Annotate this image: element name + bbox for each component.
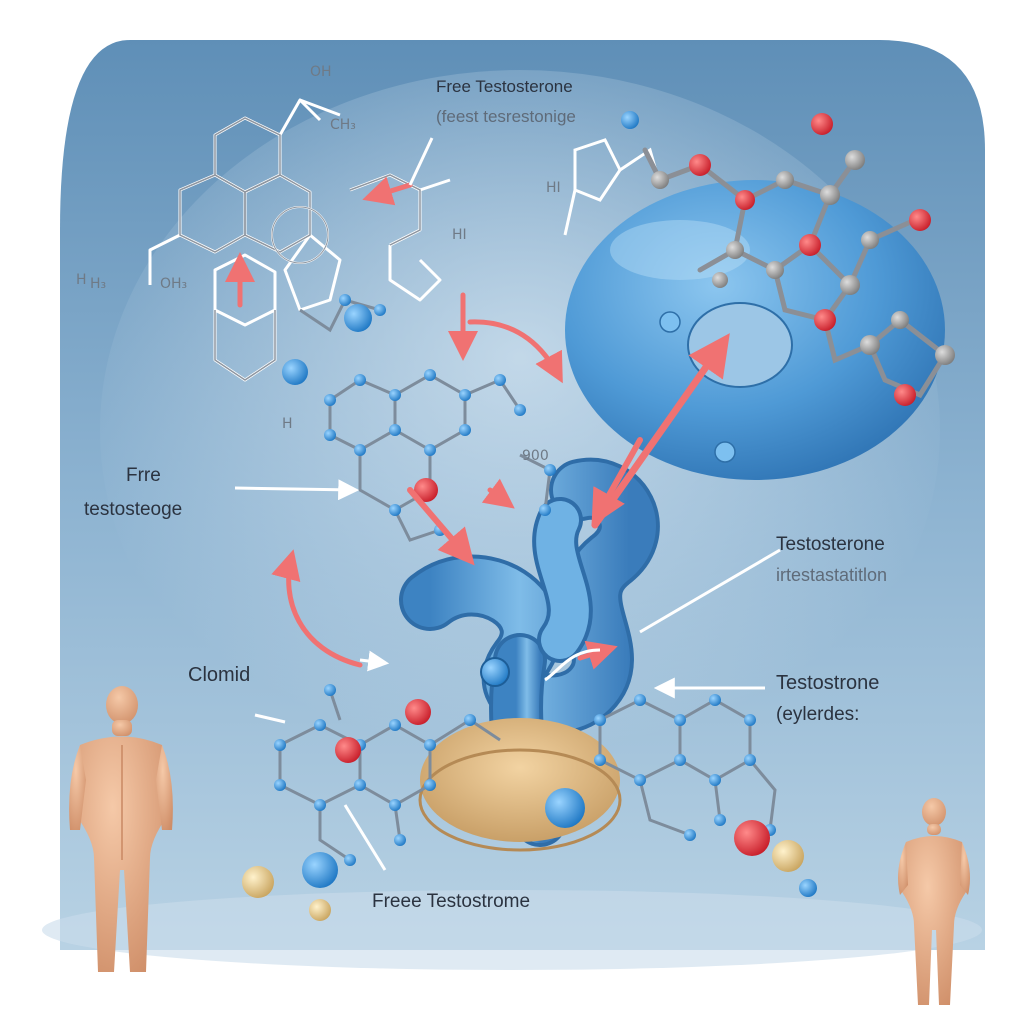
label-clomid: Clomid	[188, 664, 251, 686]
chem-label-ho-left: H₃	[90, 276, 107, 292]
chem-label-ch3: CH₃	[330, 117, 356, 133]
label-testostrone-right-sub: (eylerdes:	[776, 704, 860, 725]
label-free-testosterone-top-sub: (feest tesrestonige	[436, 107, 576, 126]
chem-label-h3-left: H	[76, 272, 87, 288]
chem-label-hi-right: HI	[546, 180, 561, 196]
human-figure-right	[898, 798, 970, 1005]
chem-label-900: 900	[522, 448, 549, 464]
label-free-testosterone-top: Free Testosterone	[436, 77, 573, 96]
label-free-testosteoge-left-1: Frre	[126, 465, 161, 486]
chem-label-h-mid: H	[282, 416, 293, 432]
label-testostrone-right: Testostrone	[776, 672, 880, 694]
label-free-testosteoge-left-2: testosteoge	[84, 499, 183, 520]
molecule-bottom-left-atoms	[274, 684, 476, 866]
label-free-testostrome-bottom: Freee Testostrome	[372, 891, 531, 912]
molecule-on-donut	[642, 147, 949, 399]
molecule-bottom-right-atoms	[594, 694, 776, 841]
chem-label-hi-mid: HI	[452, 227, 467, 243]
molecule-central-atoms	[282, 294, 556, 536]
label-testosterone-right: Testosterone	[776, 534, 885, 555]
chem-label-oh2-left: OH₃	[160, 276, 188, 292]
binding-site-bead	[480, 657, 510, 687]
red-arrows	[225, 176, 730, 670]
pointer-lines	[234, 137, 781, 871]
label-testosterone-right-sub: irtestastatitlon	[776, 565, 888, 585]
chem-label-oh: OH	[310, 64, 332, 80]
receptor-disc	[420, 718, 620, 842]
floor-spheres	[242, 820, 817, 921]
donut-atoms	[621, 111, 955, 406]
